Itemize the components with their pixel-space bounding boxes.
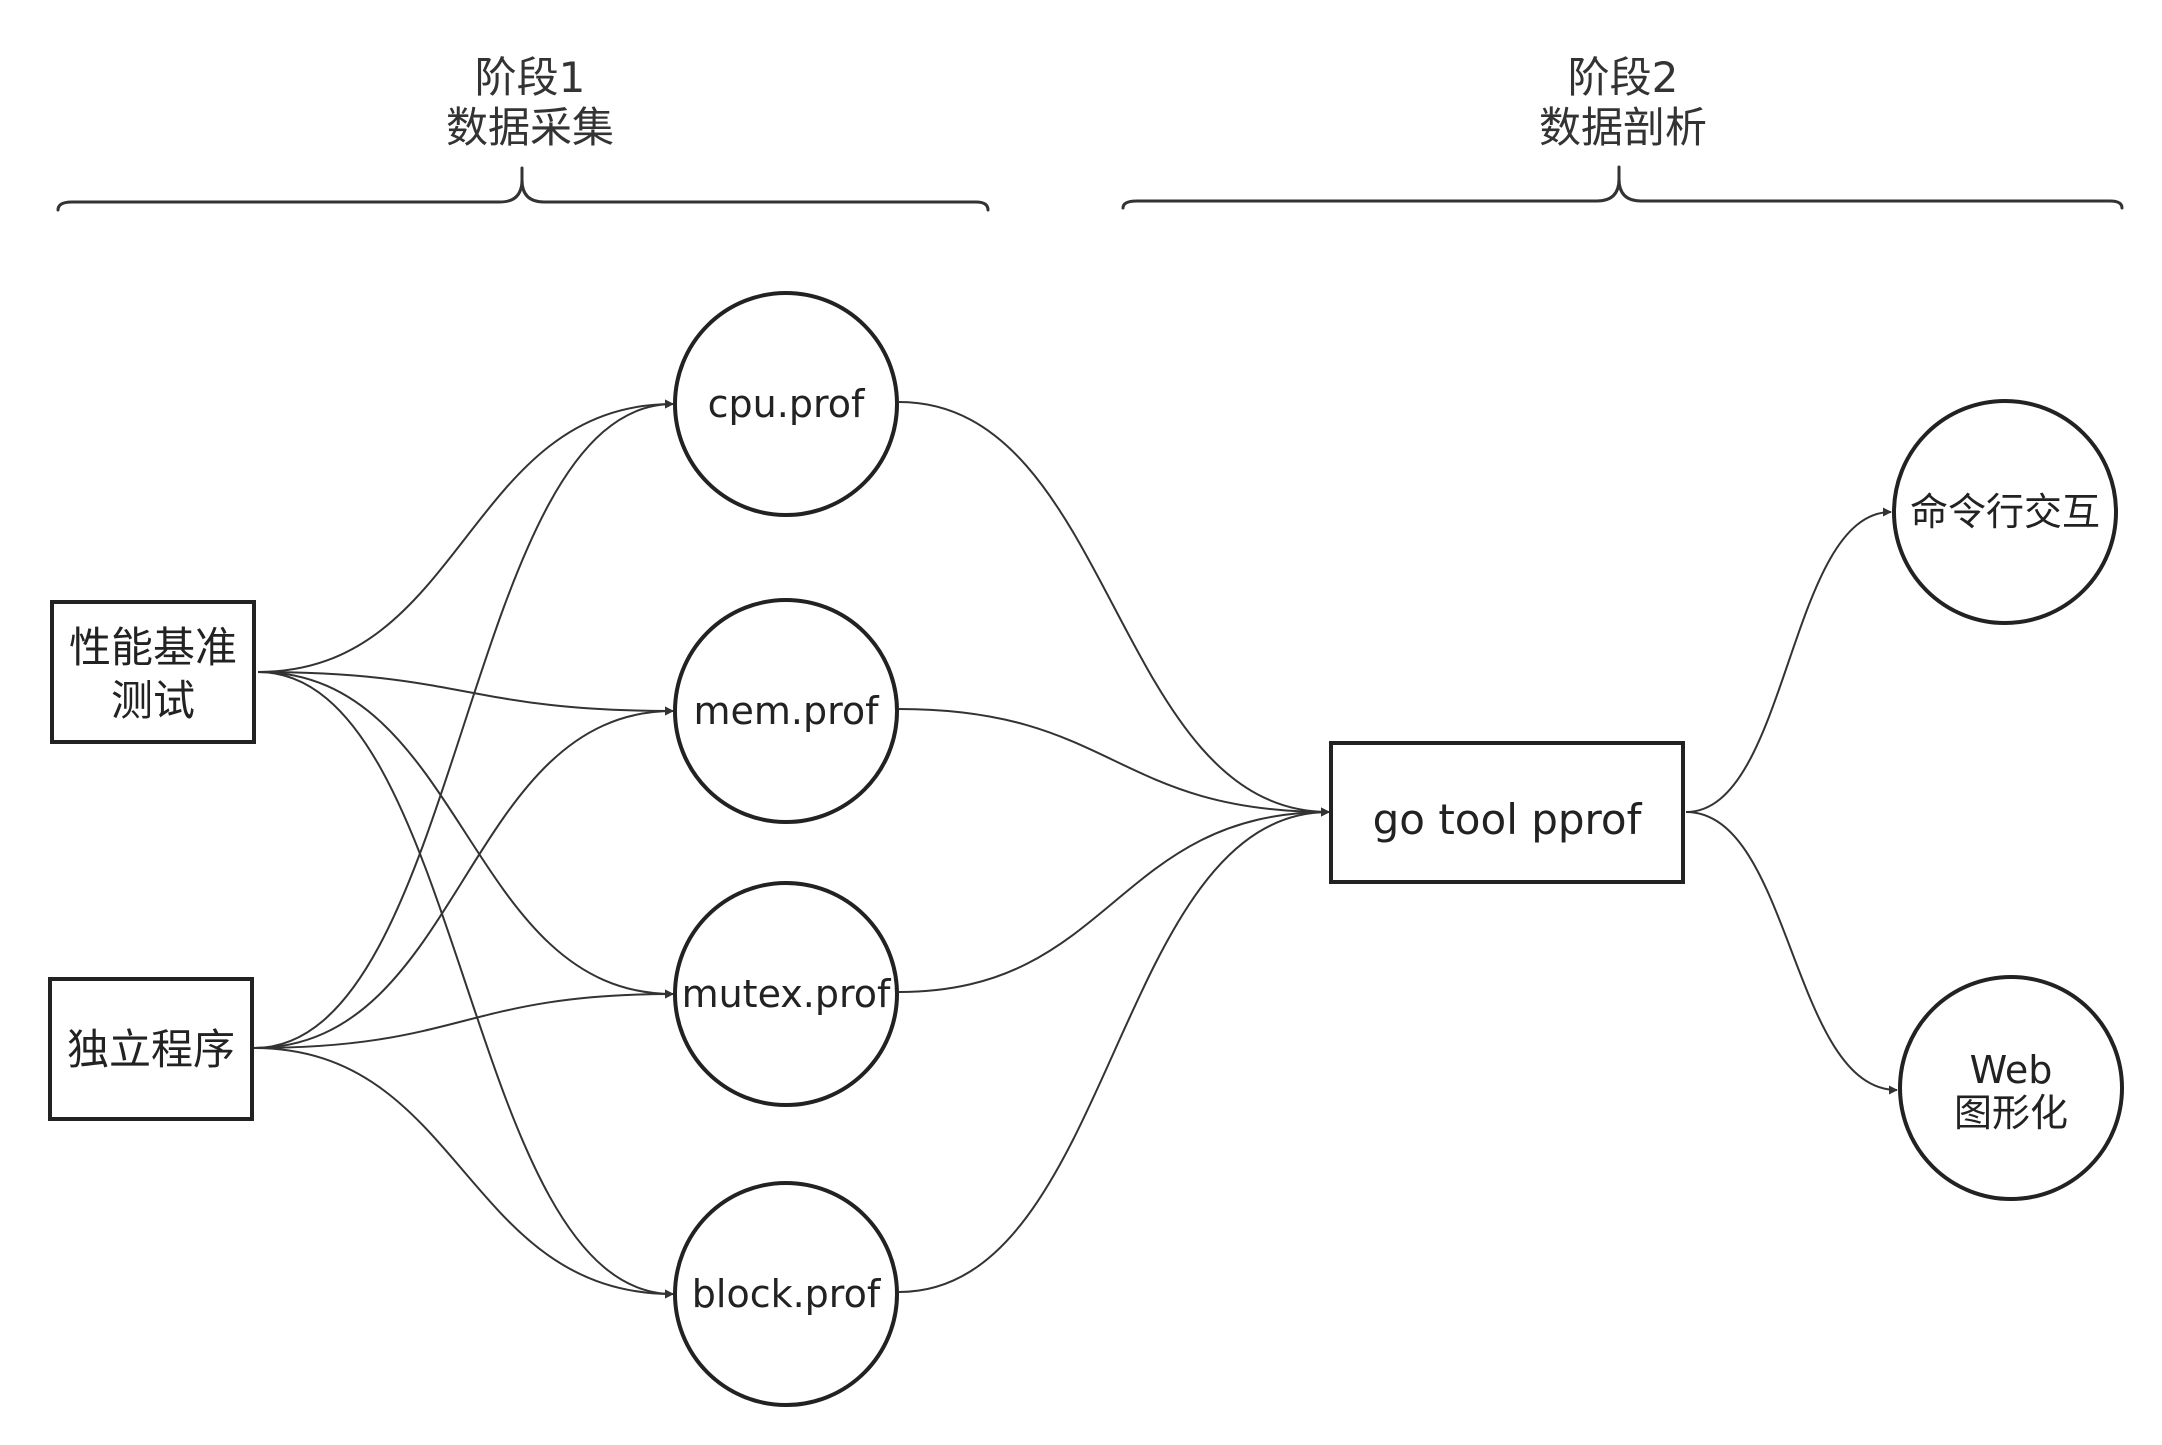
edge-standalone-to-mem	[253, 706, 674, 1049]
stage-1-subtitle: 数据采集	[446, 103, 614, 152]
output-cli-label: 命令行交互	[1910, 490, 2100, 534]
tool-pprof[interactable]: go tool pprof	[1329, 741, 1685, 884]
edge-benchmark-to-block	[257, 671, 674, 1299]
source-standalone[interactable]: 独立程序	[48, 977, 254, 1121]
edge-pprof-to-cli	[1685, 507, 1892, 813]
stage-2-title: 阶段2	[1568, 53, 1679, 102]
edge-mutex-to-pprof	[898, 807, 1330, 993]
edge-standalone-to-mutex	[253, 989, 674, 1049]
edge-benchmark-to-cpu	[257, 399, 674, 673]
output-web-label-line2: 图形化	[1954, 1091, 2068, 1135]
stage-2-brace	[1121, 165, 2124, 210]
profile-block[interactable]: block.prof	[673, 1181, 899, 1407]
source-benchmark[interactable]: 性能基准 测试	[50, 600, 256, 744]
edge-standalone-to-cpu	[253, 399, 674, 1049]
profile-mem-label: mem.prof	[693, 689, 880, 733]
edge-standalone-to-block	[253, 1047, 674, 1299]
output-cli[interactable]: 命令行交互	[1892, 399, 2118, 625]
edge-cpu-to-pprof	[898, 401, 1330, 817]
profile-cpu-label: cpu.prof	[708, 382, 866, 426]
stage-1-title: 阶段1	[475, 53, 586, 102]
edge-benchmark-to-mutex	[257, 671, 674, 999]
edge-block-to-pprof	[898, 807, 1330, 1293]
edges	[253, 399, 1898, 1299]
edge-mem-to-pprof	[898, 708, 1330, 817]
stage-2-subtitle: 数据剖析	[1539, 103, 1707, 152]
stage-2-header: 阶段2 数据剖析	[1121, 53, 2124, 210]
output-web-label-line1: Web	[1970, 1048, 2053, 1092]
profile-mem[interactable]: mem.prof	[673, 598, 899, 824]
output-web[interactable]: Web 图形化	[1898, 975, 2124, 1201]
source-standalone-label: 独立程序	[67, 1025, 235, 1074]
profile-mutex-label: mutex.prof	[682, 972, 892, 1016]
profile-cpu[interactable]: cpu.prof	[673, 291, 899, 517]
source-benchmark-label-line1: 性能基准	[69, 623, 237, 672]
profile-block-label: block.prof	[692, 1272, 882, 1316]
tool-pprof-label: go tool pprof	[1373, 795, 1643, 844]
edge-pprof-to-web	[1685, 811, 1898, 1095]
edge-benchmark-to-mem	[257, 671, 674, 716]
source-benchmark-label-line2: 测试	[111, 676, 195, 725]
stage-1-brace	[56, 166, 990, 212]
stage-1-header: 阶段1 数据采集	[56, 53, 990, 212]
profile-mutex[interactable]: mutex.prof	[673, 881, 899, 1107]
